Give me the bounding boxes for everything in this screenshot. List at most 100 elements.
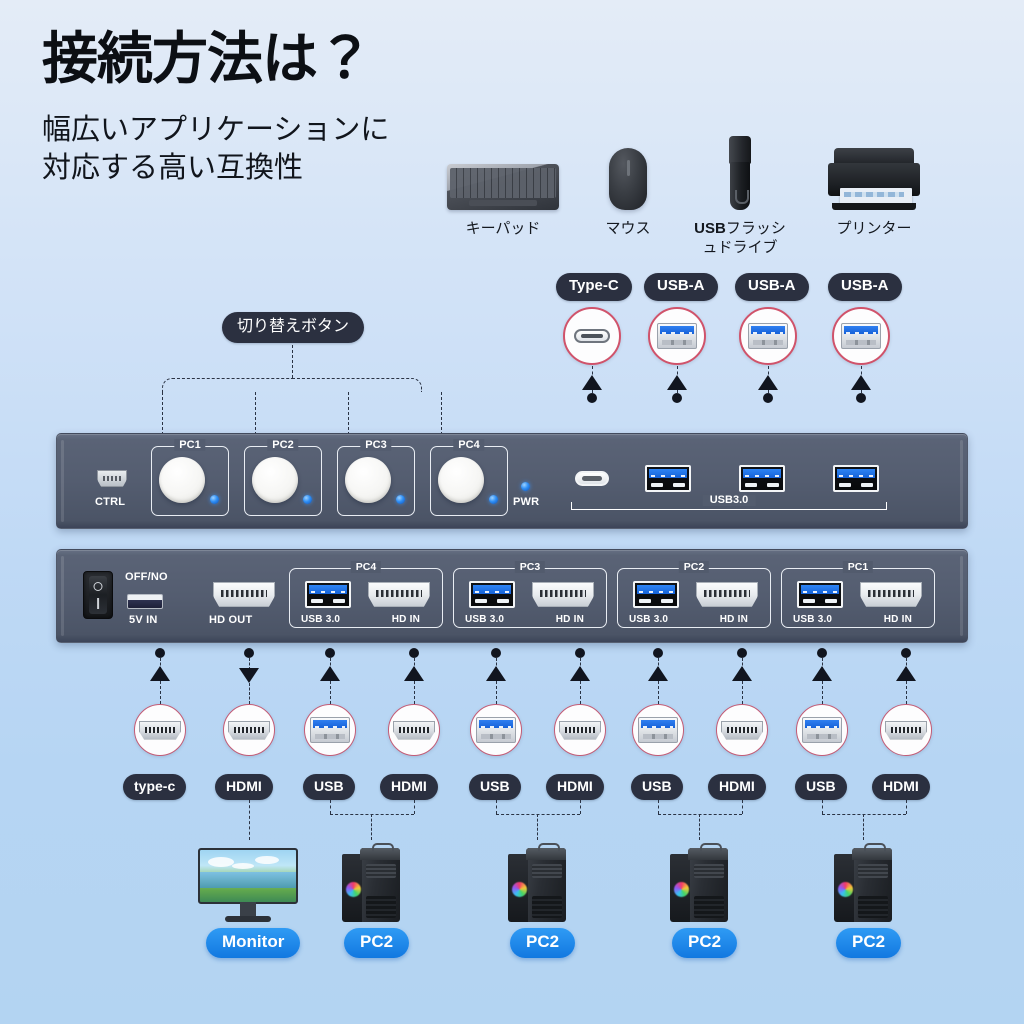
- connector-dot: [817, 648, 827, 658]
- badge-cable-hdmi-2: HDMI: [380, 774, 438, 801]
- front-group-pc2-label: PC2: [267, 439, 299, 451]
- badge-peripheral-usb-a-1: USB-A: [644, 273, 718, 301]
- connector-dot: [653, 648, 663, 658]
- rear-usb3-label-pc4: USB 3.0: [301, 614, 341, 625]
- peripheral-printer-label: プリンター: [836, 220, 912, 237]
- connector-line: [906, 800, 907, 814]
- connector-line: [742, 658, 743, 670]
- badge-cable-usb-3: USB: [631, 774, 683, 801]
- badge-cable-hdmi-4: HDMI: [708, 774, 766, 801]
- connector-line: [580, 800, 581, 814]
- peripheral-usb-flash-label: USBフラッシ ュドライブ: [692, 220, 788, 258]
- led-power: [521, 482, 530, 491]
- usb-a-connector-icon: [796, 704, 848, 756]
- badge-cable-hdmi-1: HDMI: [215, 774, 273, 801]
- connector-dot: [672, 393, 682, 403]
- dc-power-jack[interactable]: [127, 594, 163, 609]
- front-group-pc4-label: PC4: [453, 439, 485, 451]
- rear-group-pc4: PC4 USB 3.0 HD IN: [289, 561, 443, 628]
- connector-line: [580, 658, 581, 670]
- rear-usb3-port-pc4[interactable]: [305, 581, 351, 608]
- connector-dot: [244, 648, 254, 658]
- switch-button-pc1[interactable]: [159, 457, 205, 503]
- connector-line: [863, 814, 864, 840]
- badge-peripheral-usb-a-2: USB-A: [735, 273, 809, 301]
- arrow-up-icon: [648, 666, 668, 681]
- arrow-up-icon: [486, 666, 506, 681]
- connector-line: [768, 366, 769, 380]
- hdmi-connector-icon: [134, 704, 186, 756]
- callout-drop-pc2: [255, 392, 256, 470]
- usb-a-connector-icon: [648, 307, 706, 365]
- front-type-c-port[interactable]: [575, 471, 609, 486]
- power-switch[interactable]: [83, 571, 113, 619]
- connector-line: [822, 681, 823, 704]
- badge-peripheral-usb-a-3: USB-A: [828, 273, 902, 301]
- usb-flash-drive-icon: [692, 136, 788, 210]
- connector-dot: [409, 648, 419, 658]
- rear-group-pc2: PC2 USB 3.0 HD IN: [617, 561, 771, 628]
- endpoint-monitor-label: Monitor: [206, 928, 301, 958]
- connector-line: [496, 658, 497, 670]
- connector-line: [592, 366, 593, 380]
- usb-a-connector-icon: [832, 307, 890, 365]
- usb3-label: USB3.0: [702, 494, 756, 506]
- front-group-pc3: PC3: [337, 439, 415, 516]
- arrow-up-icon: [570, 666, 590, 681]
- connector-line: [249, 800, 250, 840]
- connector-dot: [491, 648, 501, 658]
- connector-dot: [901, 648, 911, 658]
- hd-out-port[interactable]: [213, 582, 275, 607]
- arrow-up-icon: [404, 666, 424, 681]
- front-group-pc1-label: PC1: [174, 439, 206, 451]
- rear-hdmi-port-pc4[interactable]: [368, 582, 430, 607]
- switch-button-pc2[interactable]: [252, 457, 298, 503]
- keyboard-icon: [440, 140, 566, 210]
- rear-group-pc3-label: PC3: [514, 561, 546, 573]
- connector-line: [414, 681, 415, 704]
- rear-hdmi-port-pc3[interactable]: [532, 582, 594, 607]
- arrow-up-icon: [150, 666, 170, 681]
- rear-usb3-port-pc3[interactable]: [469, 581, 515, 608]
- connector-line: [861, 366, 862, 380]
- dc-label: 5V IN: [129, 614, 158, 626]
- rear-usb3-port-pc2[interactable]: [633, 581, 679, 608]
- arrow-up-icon: [320, 666, 340, 681]
- callout-switch-button: 切り替えボタン: [222, 312, 365, 343]
- connector-dot: [856, 393, 866, 403]
- switch-button-pc3[interactable]: [345, 457, 391, 503]
- connector-line: [249, 683, 250, 704]
- rear-hdmi-port-pc2[interactable]: [696, 582, 758, 607]
- desktop-tower-icon: [508, 843, 566, 924]
- rear-hdmi-port-pc1[interactable]: [860, 582, 922, 607]
- connector-line: [822, 658, 823, 670]
- hdmi-connector-icon: [554, 704, 606, 756]
- connector-dot: [763, 393, 773, 403]
- ctrl-mini-usb-port[interactable]: [97, 470, 127, 487]
- peripheral-mouse-label: マウス: [605, 220, 651, 237]
- led-pc3: [396, 495, 405, 504]
- usb-a-connector-icon: [304, 704, 356, 756]
- front-usb3-port-3[interactable]: [833, 465, 879, 492]
- front-usb3-port-2[interactable]: [739, 465, 785, 492]
- callout-drop-pc1: [162, 392, 163, 470]
- callout-stem: [292, 340, 293, 378]
- badge-cable-usb-2: USB: [469, 774, 521, 801]
- front-group-pc3-label: PC3: [360, 439, 392, 451]
- rear-usb3-port-pc1[interactable]: [797, 581, 843, 608]
- desktop-tower-icon: [670, 843, 728, 924]
- badge-cable-usb-4: USB: [795, 774, 847, 801]
- badge-cable-hdmi-5: HDMI: [872, 774, 930, 801]
- usb-a-connector-icon: [470, 704, 522, 756]
- hdmi-connector-icon: [880, 704, 932, 756]
- connector-line: [496, 800, 497, 814]
- connector-line: [330, 658, 331, 670]
- switch-button-pc4[interactable]: [438, 457, 484, 503]
- rear-usb3-label-pc2: USB 3.0: [629, 614, 669, 625]
- usb-a-connector-icon: [739, 307, 797, 365]
- endpoint-pc-d-label: PC2: [836, 928, 902, 958]
- rear-usb3-label-pc3: USB 3.0: [465, 614, 505, 625]
- hdmi-connector-icon: [223, 704, 275, 756]
- front-usb3-port-1[interactable]: [645, 465, 691, 492]
